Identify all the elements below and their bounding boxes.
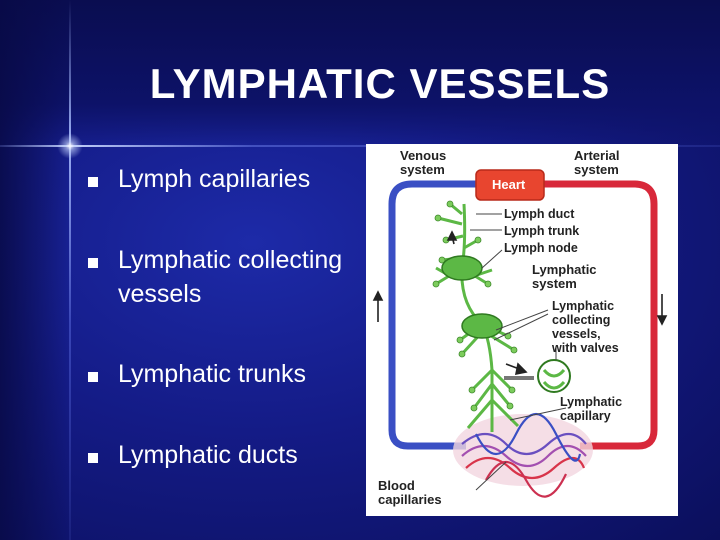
slide-title: LYMPHATIC VESSELS	[149, 60, 611, 107]
arterial-system-label-line2: system	[574, 162, 619, 177]
bullet-text: Lymph capillaries	[118, 165, 311, 193]
bullet-text: Lymphatic collecting vessels	[118, 246, 343, 308]
flow-arrows	[372, 230, 668, 376]
lymph-node	[441, 255, 483, 281]
lymphatic-capillary-label-line2: capillary	[560, 409, 611, 423]
venous-system-label-line2: system	[400, 162, 445, 177]
bullet-text: Lymphatic trunks	[118, 360, 307, 388]
valve-detail-leaflets	[542, 368, 566, 390]
lymph-vessel-beads	[432, 200, 518, 412]
lymph-trunk-label: Lymph trunk	[504, 224, 579, 238]
lymph-node-label: Lymph node	[504, 241, 578, 255]
bullet-square-icon	[88, 177, 98, 187]
arterial-vessel	[542, 180, 658, 450]
blood-capillary-mesh	[461, 413, 587, 498]
label-pointer-lines	[470, 213, 567, 491]
capillary-bed	[453, 414, 593, 486]
arterial-system-label-line1: Arterial	[574, 148, 620, 163]
lymphatic-system-label-line1: Lymphatic	[532, 262, 597, 277]
collecting-vessels-label-line4: with valves	[551, 341, 619, 355]
bullet-square-icon	[88, 453, 98, 463]
lymph-duct-label: Lymph duct	[504, 207, 575, 221]
blood-capillaries-label-line2: capillaries	[378, 492, 442, 507]
bullet-square-icon	[88, 258, 98, 268]
bullet-square-icon	[88, 372, 98, 382]
vertical-accent-line	[69, 0, 71, 540]
venous-system-label-line1: Venous	[400, 148, 446, 163]
collecting-vessels-label-line1: Lymphatic	[552, 299, 614, 313]
blood-capillaries-label-line1: Blood	[378, 478, 415, 493]
bullet-text: Lymphatic ducts	[118, 441, 298, 469]
lymph-node	[461, 313, 503, 339]
collecting-vessels-label-line3: vessels,	[552, 327, 601, 341]
lymphatic-system-diagram: Venous system Arterial system Heart Lymp…	[366, 144, 678, 516]
sparkle-icon	[55, 131, 85, 161]
heart-label: Heart	[492, 177, 526, 192]
venous-vessel	[388, 180, 478, 450]
lymphatic-capillary-label-line1: Lymphatic	[560, 395, 622, 409]
top-band-decoration	[0, 0, 720, 148]
horizontal-accent-line	[0, 145, 720, 147]
left-band-decoration	[0, 0, 70, 540]
diagram-svg: Venous system Arterial system Heart Lymp…	[372, 148, 668, 507]
lymphatic-system-label-line2: system	[532, 276, 577, 291]
collecting-vessels-label-line2: collecting	[552, 313, 610, 327]
heart-shape	[475, 169, 545, 201]
